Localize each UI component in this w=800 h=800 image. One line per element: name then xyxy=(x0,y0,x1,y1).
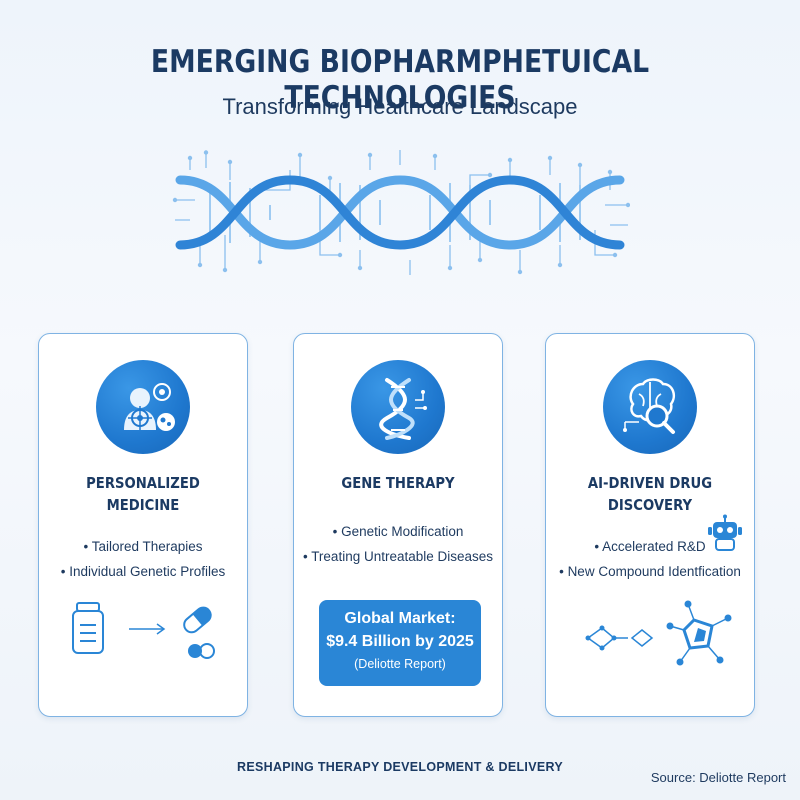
list-item: Genetic Modification xyxy=(294,519,502,544)
source-note: Source: Deliotte Report xyxy=(650,770,786,785)
page-subtitle: Transforming Healthcare Landscape xyxy=(222,94,578,119)
footer-tagline: RESHAPING THERAPY DEVELOPMENT & DELIVERY xyxy=(237,760,563,774)
market-label: Global Market: xyxy=(344,610,456,627)
card-gene-therapy: GENE THERAPY Genetic Modification Treati… xyxy=(293,333,503,717)
card-ai-drug-discovery: AI-DRIVEN DRUG DISCOVERY Accelerated R&D… xyxy=(545,333,755,717)
list-item: Accelerated R&D xyxy=(546,534,754,559)
list-item: Treating Untreatable Diseases xyxy=(294,544,502,569)
card-title: PERSONALIZED MEDICINE xyxy=(86,474,200,514)
market-source: (Deliotte Report) xyxy=(354,657,446,671)
bottle-to-pill-icon xyxy=(72,602,215,659)
person-target-icon xyxy=(96,360,190,454)
card-title: AI-DRIVEN DRUG DISCOVERY xyxy=(587,474,713,514)
bullet-list: Accelerated R&D New Compound Identficati… xyxy=(546,534,754,584)
market-value: $9.4 Billion by 2025 xyxy=(326,633,474,650)
brain-magnifier-icon xyxy=(603,360,697,454)
card-personalized-medicine: PERSONALIZED MEDICINE Tailored Therapies… xyxy=(38,333,248,717)
molecule-icon xyxy=(585,600,732,666)
bullet-list: Genetic Modification Treating Untreatabl… xyxy=(294,519,502,569)
bullet-list: Tailored Therapies Individual Genetic Pr… xyxy=(39,534,247,584)
page-title: EMERGING BIOPHARMPHETUICAL TECHNOLOGIES xyxy=(150,44,650,116)
list-item: Tailored Therapies xyxy=(39,534,247,559)
card-title: GENE THERAPY xyxy=(341,474,455,492)
dna-icon xyxy=(351,360,445,454)
market-callout: Global Market: $9.4 Billion by 2025 (Del… xyxy=(319,600,481,686)
dna-helix-banner xyxy=(172,150,630,275)
list-item: Individual Genetic Profiles xyxy=(39,559,247,584)
list-item: New Compound Identfication xyxy=(546,559,754,584)
